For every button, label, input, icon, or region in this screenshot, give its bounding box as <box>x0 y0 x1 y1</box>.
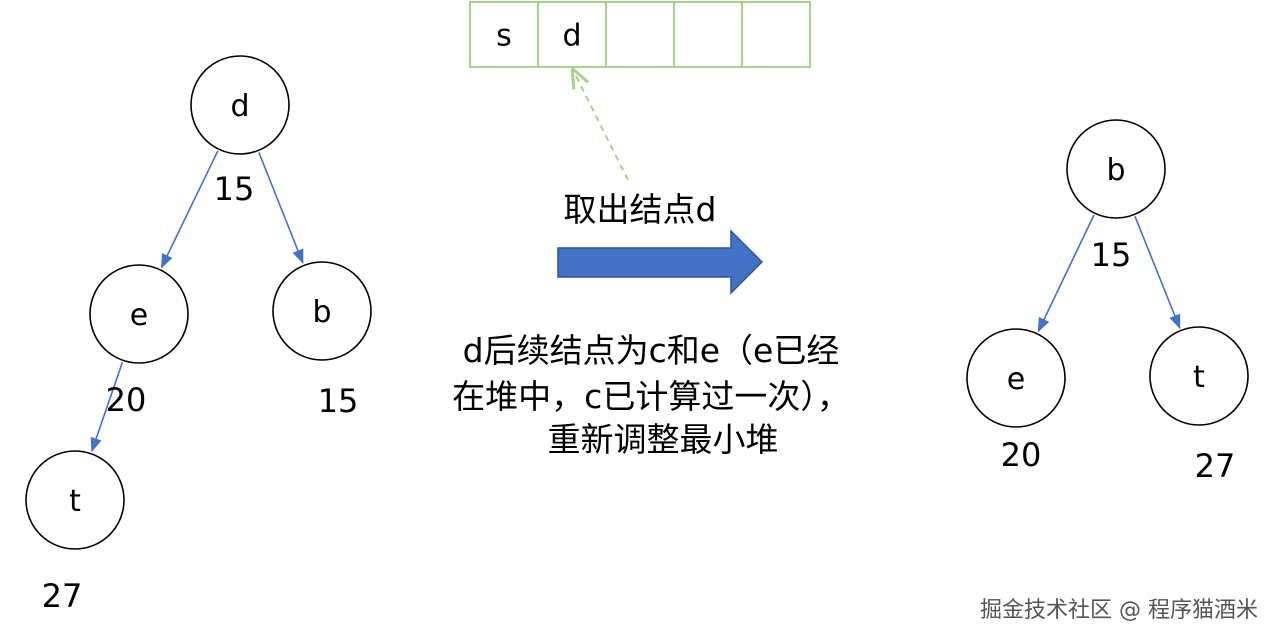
node-circle <box>1066 119 1166 219</box>
node-weight: 27 <box>42 577 83 615</box>
node-label: e <box>130 298 148 333</box>
array-cell <box>469 1 539 68</box>
array-cell <box>537 1 607 68</box>
tree-node-e: e 20 <box>966 328 1066 474</box>
array-cell-label: s <box>496 19 512 54</box>
node-label: e <box>1007 362 1025 397</box>
array-cell <box>741 1 811 68</box>
watermark: 掘金技术社区 @ 程序猫酒米 <box>980 598 1258 623</box>
node-circle <box>1149 326 1249 426</box>
description: d后续结点为c和e（e已经 在堆中，c已计算过一次）， 重新调整最小堆 <box>452 331 850 459</box>
node-weight: 15 <box>318 382 359 420</box>
left-tree: d 15 e 20 b 15 t 27 <box>25 55 372 615</box>
tree-node-d: d 15 <box>190 55 290 208</box>
tree-edge-e-t <box>90 361 124 453</box>
node-circle <box>190 55 290 155</box>
node-label: b <box>1106 153 1125 188</box>
left-tree-edges <box>90 150 304 453</box>
tree-edge-b-t <box>1134 216 1181 330</box>
tree-edge-b-e <box>1037 214 1095 333</box>
node-circle <box>89 264 189 364</box>
dashed-pointer-arrow <box>573 70 629 181</box>
node-circle <box>25 450 125 550</box>
node-weight: 15 <box>214 170 255 208</box>
tree-node-b: b 15 <box>1066 119 1166 274</box>
tree-edge-d-e <box>160 150 219 269</box>
tree-node-t: t 27 <box>25 450 125 615</box>
transition-arrow <box>557 229 764 295</box>
array-cell <box>673 1 743 68</box>
node-weight: 15 <box>1091 236 1132 274</box>
tree-node-b: b 15 <box>272 261 372 420</box>
right-tree-edges <box>1037 214 1181 333</box>
node-weight: 20 <box>1001 436 1042 474</box>
node-label: t <box>69 484 81 519</box>
node-label: t <box>1193 360 1205 395</box>
description-line: 在堆中，c已计算过一次）， <box>452 377 850 416</box>
arrow-caption: 取出结点d <box>564 190 717 229</box>
node-label: b <box>312 295 331 330</box>
node-circle <box>966 328 1066 428</box>
node-circle <box>272 261 372 361</box>
description-line: 重新调整最小堆 <box>548 420 779 459</box>
node-weight: 27 <box>1195 447 1236 485</box>
array-cell-label: d <box>562 19 581 54</box>
tree-edge-d-b <box>258 152 304 265</box>
node-weight: 20 <box>106 381 147 419</box>
description-line: d后续结点为c和e（e已经 <box>463 331 840 370</box>
tree-node-e: e 20 <box>89 264 189 419</box>
tree-node-t: t 27 <box>1149 326 1249 485</box>
array-cell <box>605 1 675 68</box>
node-label: d <box>230 89 249 124</box>
right-tree: b 15 e 20 t 27 <box>966 119 1249 485</box>
